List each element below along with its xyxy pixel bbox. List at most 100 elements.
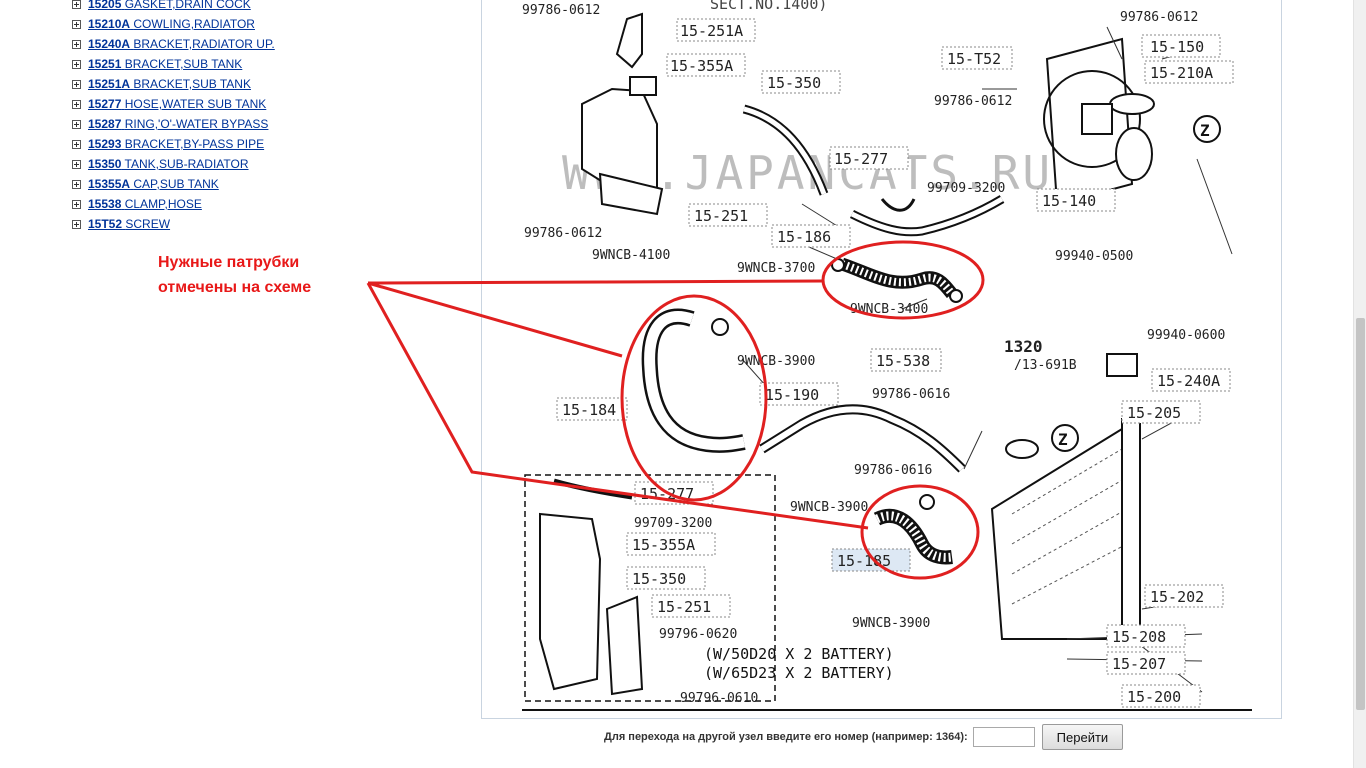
tree-item-link[interactable]: 15210A COWLING,RADIATOR [88, 17, 255, 31]
bracket-tank [598, 172, 664, 216]
annotation-line-2: отмечены на схеме [158, 279, 312, 296]
radiator-tank [1121, 418, 1141, 640]
part-label: 15-T52 [947, 50, 1001, 68]
tree-item-link[interactable]: 15205 GASKET,DRAIN COCK [88, 0, 251, 11]
expand-plus-icon[interactable] [72, 159, 81, 169]
expand-plus-icon[interactable] [72, 199, 81, 209]
expand-plus-icon[interactable] [72, 99, 81, 109]
tree-item[interactable]: 15251A BRACKET,SUB TANK [72, 74, 332, 94]
radiator-core [990, 427, 1134, 640]
part-label: 15-210A [1150, 64, 1213, 82]
part-code: 15210A [88, 17, 131, 31]
ref-note-number: 1320 [1004, 337, 1043, 356]
tree-item-link[interactable]: 15T52 SCREW [88, 217, 170, 231]
hose-277-lower [553, 478, 633, 500]
part-code: 15287 [88, 117, 122, 131]
part-label: 15-251 [694, 207, 748, 225]
part-label: 9WNCB-3900 [790, 500, 868, 515]
tree-item[interactable]: 15205 GASKET,DRAIN COCK [72, 0, 332, 14]
part-label: 99786-0616 [872, 387, 950, 402]
part-label: 99709-3200 [927, 181, 1005, 196]
expand-plus-icon[interactable] [72, 39, 81, 49]
expand-plus-icon[interactable] [72, 119, 81, 129]
part-label: BRACKET,SUB TANK [124, 57, 243, 71]
annotation-note: Нужные патрубки отмечены на схеме [158, 250, 311, 300]
part-code: 15277 [88, 97, 122, 111]
part-label: CLAMP,HOSE [124, 197, 202, 211]
node-number-input[interactable] [972, 727, 1035, 747]
diagram-drawing: WWW.JAPANCATS.RU SECT.NO.1400) [522, 0, 1252, 711]
header-note: SECT.NO.1400) [710, 0, 827, 13]
tree-item-link[interactable]: 15355A CAP,SUB TANK [88, 177, 219, 191]
fan-blade [1109, 93, 1155, 115]
part-code: 15240A [88, 37, 131, 51]
tree-item-link[interactable]: 15293 BRACKET,BY-PASS PIPE [88, 137, 264, 151]
part-label: 15-355A [632, 536, 695, 554]
tree-item[interactable]: 15293 BRACKET,BY-PASS PIPE [72, 134, 332, 154]
tree-item[interactable]: 15287 RING,'O'-WATER BYPASS [72, 114, 332, 134]
part-label: CAP,SUB TANK [133, 177, 219, 191]
goto-button[interactable]: Перейти [1041, 724, 1124, 750]
tree-item-link[interactable]: 15240A BRACKET,RADIATOR UP. [88, 37, 275, 51]
parts-diagram: WWW.JAPANCATS.RU SECT.NO.1400) [481, 0, 1282, 719]
tree-item[interactable]: 15355A CAP,SUB TANK [72, 174, 332, 194]
tree-item-link[interactable]: 15538 CLAMP,HOSE [88, 197, 202, 211]
tree-item[interactable]: 15277 HOSE,WATER SUB TANK [72, 94, 332, 114]
part-label: GASKET,DRAIN COCK [124, 0, 251, 11]
tree-item-link[interactable]: 15277 HOSE,WATER SUB TANK [88, 97, 266, 111]
tree-item-link[interactable]: 15251 BRACKET,SUB TANK [88, 57, 242, 71]
z-marker-top: Z [1200, 121, 1210, 140]
part-label: 15-185 [837, 552, 891, 570]
tree-item[interactable]: 15350 TANK,SUB-RADIATOR [72, 154, 332, 174]
battery-note-2: (W/65D23 X 2 BATTERY) [704, 664, 894, 682]
part-label: BRACKET,SUB TANK [133, 77, 251, 91]
annotation-line-1: Нужные патрубки [158, 254, 300, 271]
part-labels: 99786-0612 15-251A 15-355A 15-350 15-277… [522, 3, 1234, 708]
tree-item[interactable]: 15251 BRACKET,SUB TANK [72, 54, 332, 74]
part-label: 99940-0500 [1055, 249, 1133, 264]
clamp-upper [880, 198, 916, 212]
expand-plus-icon[interactable] [72, 0, 81, 9]
bracket-lower [605, 595, 644, 696]
tree-item-link[interactable]: 15350 TANK,SUB-RADIATOR [88, 157, 249, 171]
part-label: 15-207 [1112, 655, 1166, 673]
expand-plus-icon[interactable] [72, 179, 81, 189]
parts-tree: 15205 GASKET,DRAIN COCK 15210A COWLING,R… [72, 0, 332, 234]
tree-item-link[interactable]: 15287 RING,'O'-WATER BYPASS [88, 117, 268, 131]
bracket-upper [615, 12, 643, 69]
scrollbar-thumb[interactable] [1356, 318, 1365, 710]
part-label: 15-251A [680, 22, 743, 40]
expand-plus-icon[interactable] [72, 19, 81, 29]
page-scrollbar[interactable] [1353, 0, 1366, 768]
tree-item[interactable]: 15210A COWLING,RADIATOR [72, 14, 332, 34]
part-label: 15-277 [640, 485, 694, 503]
tree-item[interactable]: 15T52 SCREW [72, 214, 332, 234]
tree-item-link[interactable]: 15251A BRACKET,SUB TANK [88, 77, 251, 91]
part-label: 15-538 [876, 352, 930, 370]
part-label: 15-350 [632, 570, 686, 588]
part-label: COWLING,RADIATOR [133, 17, 255, 31]
part-label: 9WNCB-3900 [852, 616, 930, 631]
sub-tank-lower [539, 512, 602, 691]
tree-item[interactable]: 15240A BRACKET,RADIATOR UP. [72, 34, 332, 54]
part-label: 15-205 [1127, 404, 1181, 422]
expand-plus-icon[interactable] [72, 139, 81, 149]
part-label: 15-208 [1112, 628, 1166, 646]
tree-item[interactable]: 15538 CLAMP,HOSE [72, 194, 332, 214]
fan-motor [1081, 103, 1113, 135]
expand-plus-icon[interactable] [72, 79, 81, 89]
part-label: 15-186 [777, 228, 831, 246]
part-label: 15-277 [834, 150, 888, 168]
part-label: SCREW [125, 217, 171, 231]
part-label: 15-150 [1150, 38, 1204, 56]
part-label: BRACKET,BY-PASS PIPE [124, 137, 265, 151]
expand-plus-icon[interactable] [72, 219, 81, 229]
battery-note-1: (W/50D20 X 2 BATTERY) [704, 645, 894, 663]
part-label: 15-202 [1150, 588, 1204, 606]
expand-plus-icon[interactable] [72, 59, 81, 69]
part-label: 15-200 [1127, 688, 1181, 706]
part-code: 15293 [88, 137, 122, 151]
part-label: 15-184 [562, 401, 616, 419]
part-label: 99796-0610 [680, 691, 758, 706]
part-label: 9WNCB-3400 [850, 302, 928, 317]
